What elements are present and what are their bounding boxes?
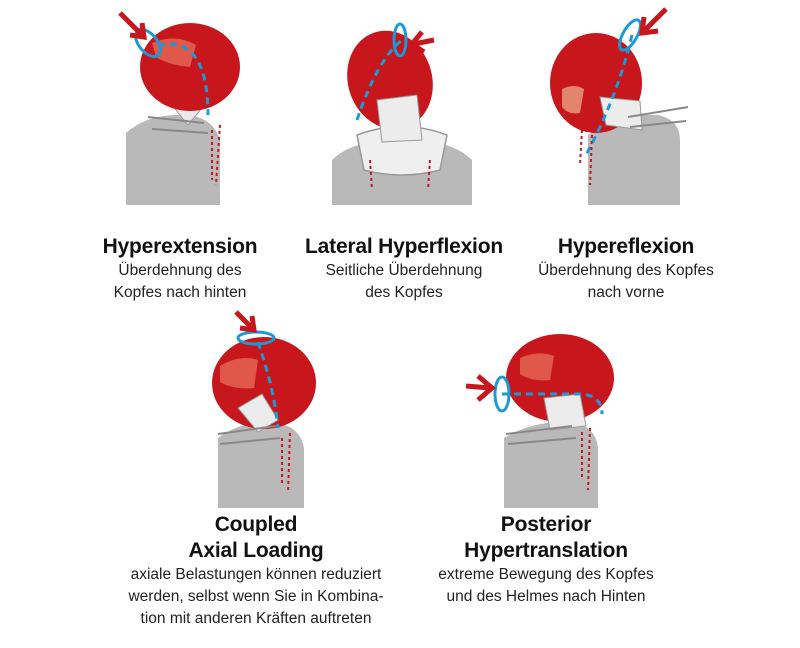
injury-lines — [281, 432, 291, 494]
force-arrow — [639, 7, 668, 36]
visor-shape — [520, 353, 554, 381]
coupled-axial-loading-illustration — [196, 308, 326, 508]
panel-desc-line: Seitliche Überdehnung — [325, 262, 483, 279]
neck-spine — [543, 393, 587, 431]
injury-lines — [581, 427, 591, 491]
neck-curve-line — [157, 42, 210, 116]
lateral-hyperflexion-illustration — [322, 10, 482, 205]
injury-lines — [211, 124, 221, 186]
panel-title: Hyperextension — [102, 235, 258, 258]
panel-title-line: Posterior — [500, 513, 592, 536]
panel-desc-line: axiale Belastungen können reduziert — [130, 566, 382, 583]
caption-hypereflexion: Hypereflexion Überdehnung des Kopfes nac… — [516, 234, 736, 304]
torso-shape — [504, 421, 598, 508]
torque-ring — [392, 22, 408, 58]
caption-lateral-hyperflexion: Lateral Hyperflexion Seitliche Überdehnu… — [292, 234, 516, 304]
panel-desc-line: nach vorne — [587, 284, 665, 301]
neck-spine — [599, 96, 643, 131]
panel-desc-line: werden, selbst wenn Sie in Kombina- — [128, 588, 384, 605]
visor-shape — [220, 358, 258, 389]
force-arrow — [118, 11, 147, 40]
force-arrow — [408, 30, 435, 55]
force-arrow — [234, 310, 257, 333]
neck-spine — [237, 393, 279, 433]
panel-desc-line: Überdehnung des Kopfes — [538, 262, 714, 279]
torso-shape — [588, 114, 680, 205]
panel-desc-line: des Kopfes — [365, 284, 443, 301]
neck-spine — [376, 94, 423, 143]
panel-desc-line: und des Helmes nach Hinten — [446, 588, 646, 605]
panel-title: Hypereflexion — [557, 235, 695, 258]
panel-desc-line: Kopfes nach hinten — [113, 284, 247, 301]
torso-shape — [126, 114, 220, 205]
torque-ring — [493, 375, 511, 413]
panel-desc-line: Überdehnung des — [118, 262, 242, 279]
torque-ring — [618, 18, 642, 52]
hypereflexion-illustration — [548, 5, 700, 205]
caption-posterior-hypertranslation: Posterior Hypertranslation extreme Beweg… — [416, 512, 676, 608]
neck-curve-line — [502, 392, 604, 415]
caption-coupled-axial-loading: Coupled Axial Loading axiale Belastungen… — [118, 512, 394, 630]
hyperextension-illustration — [108, 5, 258, 205]
visor-shape — [562, 86, 584, 114]
panel-title-line: Axial Loading — [188, 539, 324, 562]
panel-desc-line: extreme Bewegung des Kopfes — [438, 566, 654, 583]
injury-lines — [369, 159, 431, 191]
force-arrow — [465, 374, 496, 402]
panel-title-line: Hypertranslation — [464, 539, 628, 562]
panel-title: Lateral Hyperflexion — [305, 235, 503, 258]
panel-title-line: Coupled — [214, 513, 298, 536]
neck-curve-line — [355, 38, 403, 121]
panel-desc-line: tion mit anderen Kräften auftreten — [140, 610, 372, 627]
torso-shape — [218, 422, 304, 508]
posterior-hypertranslation-illustration — [462, 330, 642, 508]
caption-hyperextension: Hyperextension Überdehnung des Kopfes na… — [70, 234, 290, 304]
injury-lines — [579, 129, 593, 186]
